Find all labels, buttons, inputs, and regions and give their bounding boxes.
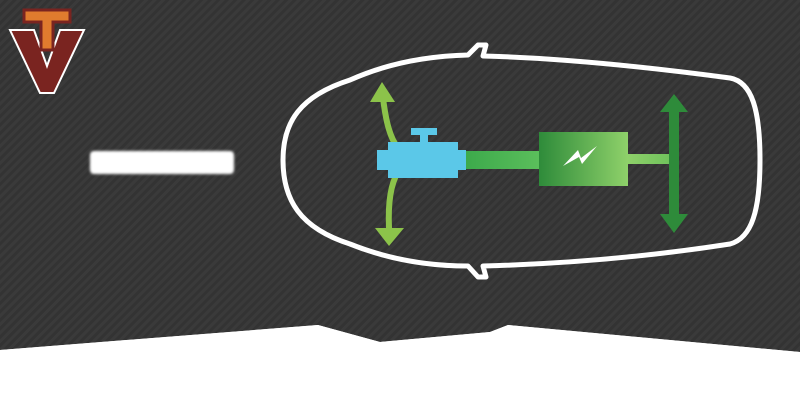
- generator-box: [539, 132, 628, 186]
- engine-icon: [377, 128, 466, 178]
- bottom-white-area: [0, 325, 800, 400]
- lightning-bolt-icon: [563, 146, 597, 166]
- speed-bar: [90, 151, 234, 174]
- generator-axle-connector: [627, 154, 675, 164]
- tv-monogram-logo: [8, 8, 86, 94]
- double-arrow-icon: [660, 94, 688, 233]
- engine-generator-connector: [460, 151, 542, 169]
- car-outline: [280, 42, 763, 280]
